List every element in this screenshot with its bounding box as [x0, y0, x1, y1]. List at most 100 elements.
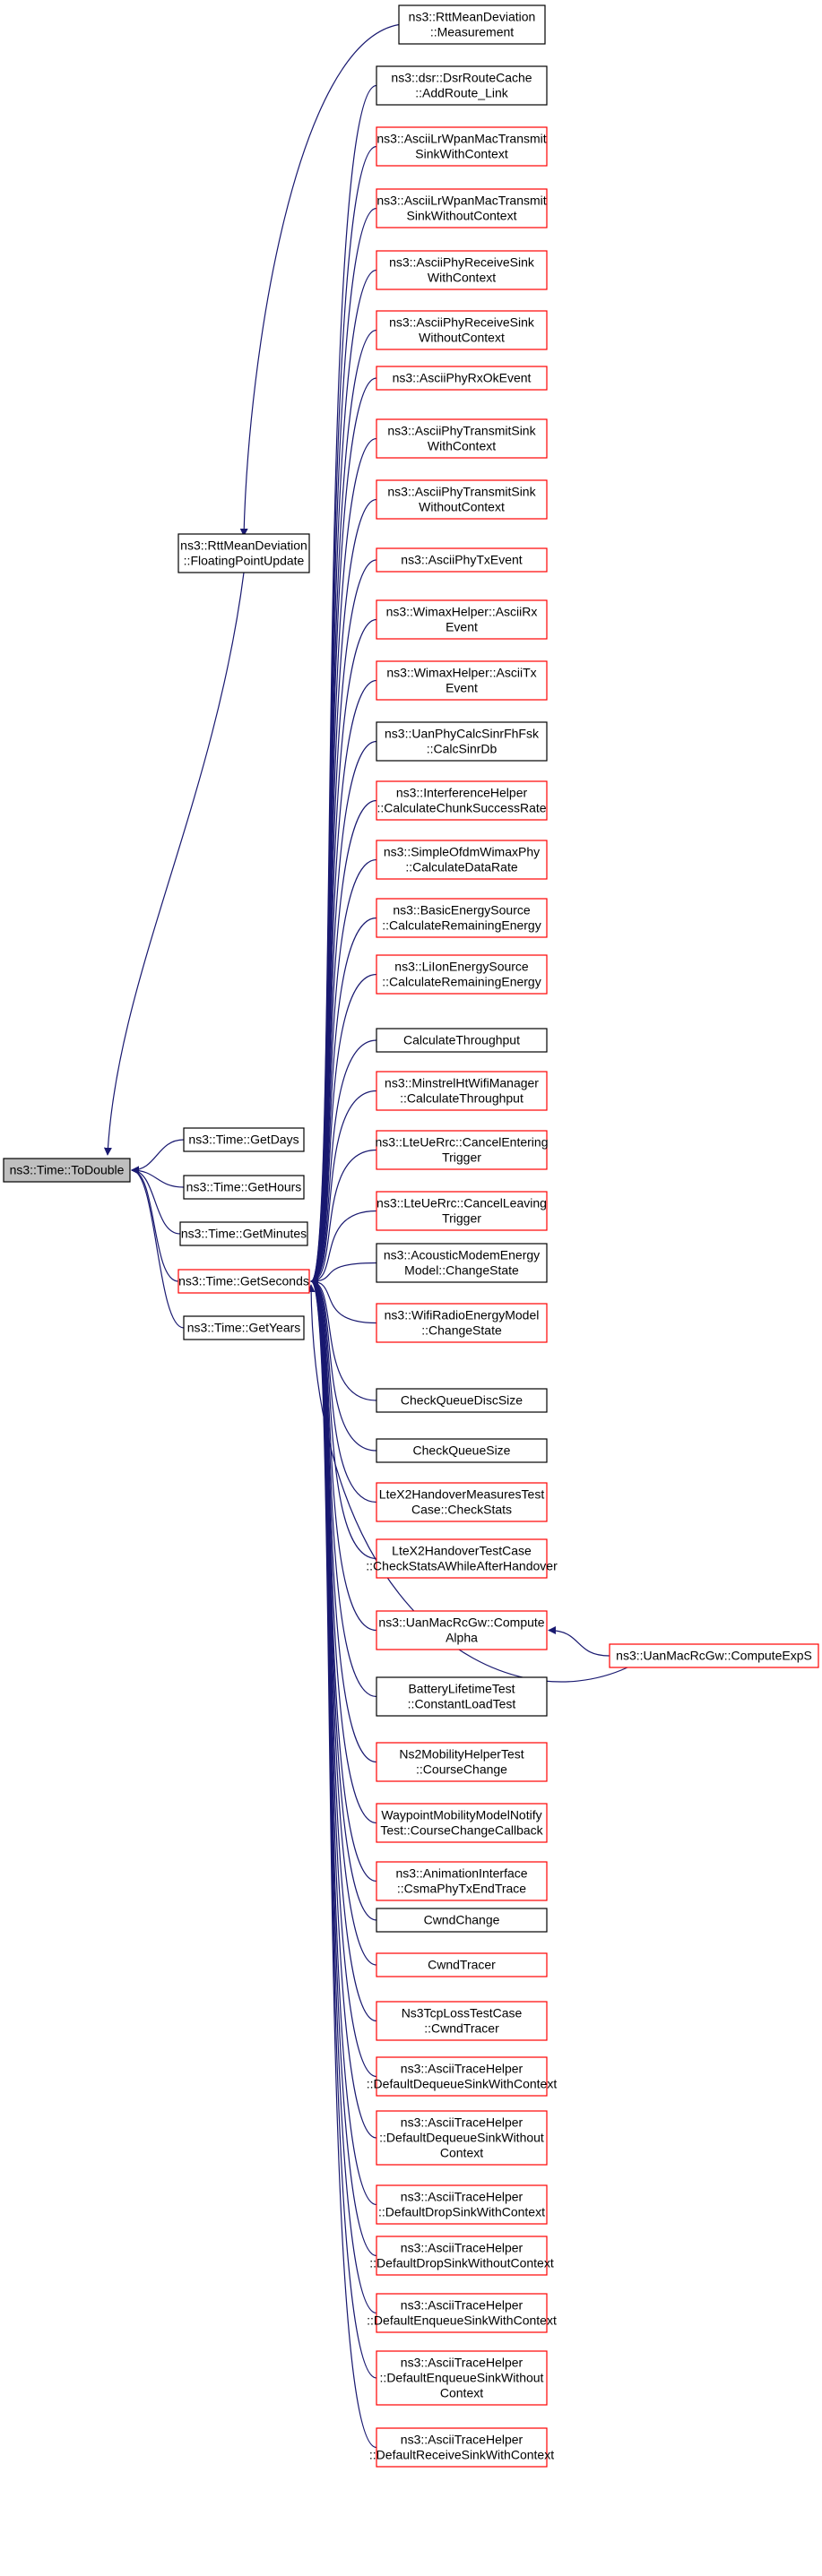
node-ns3-simpleofdmwimaxphy-calculatedatarate[interactable]: ns3::SimpleOfdmWimaxPhy::CalculateDataRa… — [376, 840, 548, 880]
node-label-line: WithoutContext — [419, 331, 505, 345]
node-ns3-interferencehelper-calculatechunksuccessrate[interactable]: ns3::InterferenceHelper::CalculateChunkS… — [376, 780, 548, 821]
edge-ns3-wifiradioenergymodel-changestate-to-getseconds — [310, 1277, 377, 1324]
edge-ns3-wimaxhelper-asciitx-event-to-getseconds — [310, 679, 377, 1286]
node-ns3-time-getseconds[interactable]: ns3::Time::GetSeconds — [177, 1269, 310, 1294]
node-box — [376, 1028, 548, 1053]
node-ns3-asciitracehelper-defaultdropsinkwithcontext[interactable]: ns3::AsciiTraceHelper::DefaultDropSinkWi… — [376, 2184, 548, 2225]
node-ns3-acousticmodemenergy-model-changestate[interactable]: ns3::AcousticModemEnergyModel::ChangeSta… — [376, 1243, 548, 1283]
edge-cwndtracer-to-getseconds — [310, 1277, 377, 1966]
node-ns3-asciilrwpanmactransmit-sinkwithoutcontext[interactable]: ns3::AsciiLrWpanMacTransmitSinkWithoutCo… — [376, 188, 548, 228]
node-label-line: ::DefaultEnqueueSinkWithContext — [367, 2313, 557, 2328]
node-box — [376, 2350, 548, 2406]
node-ns3-rttmeandeviation-floatingpointupdate[interactable]: ns3::RttMeanDeviation::FloatingPointUpda… — [177, 533, 310, 573]
node-ns3-asciitracehelper-defaultdequeuesinkwithout-context[interactable]: ns3::AsciiTraceHelper::DefaultDequeueSin… — [376, 2110, 548, 2166]
edge-ns3-asciitracehelper-defaultdropsinkwithcontext-to-getseconds — [310, 1277, 377, 2206]
node-ns3-asciitracehelper-defaultenqueuesinkwithcontext[interactable]: ns3::AsciiTraceHelper::DefaultEnqueueSin… — [367, 2293, 557, 2333]
node-ns3-dsr-dsrroutecache-addroute-link[interactable]: ns3::dsr::DsrRouteCache::AddRoute_Link — [376, 65, 548, 106]
node-box — [376, 1908, 548, 1933]
node-ltex2handovertestcase-checkstatsawhileafterhandover[interactable]: LteX2HandoverTestCase::CheckStatsAWhileA… — [366, 1538, 558, 1579]
node-label-line: ::CwndTracer — [424, 2021, 499, 2036]
node-label-line: LteX2HandoverMeasuresTest — [379, 1487, 545, 1502]
node-label-line: ns3::UanMacRcGw::Compute — [378, 1615, 544, 1630]
node-label-line: ns3::Time::GetMinutes — [181, 1227, 307, 1241]
node-ns3-asciiphytxevent[interactable]: ns3::AsciiPhyTxEvent — [376, 547, 548, 573]
node-box — [376, 1803, 548, 1843]
edge-ns3-wimaxhelper-asciirx-event-to-getseconds — [310, 618, 377, 1286]
node-calculatethroughput[interactable]: CalculateThroughput — [376, 1028, 548, 1053]
node-waypointmobilitymodelnotify-test-coursechangecallback[interactable]: WaypointMobilityModelNotifyTest::CourseC… — [376, 1803, 548, 1843]
node-cwndchange[interactable]: CwndChange — [376, 1908, 548, 1933]
node-label-line: CalculateThroughput — [403, 1033, 520, 1047]
edge-cwndchange-to-getseconds — [310, 1277, 377, 1921]
node-checkqueuediscsize[interactable]: CheckQueueDiscSize — [376, 1388, 548, 1413]
node-box — [376, 2001, 548, 2041]
node-label-line: ns3::Time::GetYears — [187, 1321, 301, 1335]
node-box — [376, 250, 548, 290]
node-ns3-animationinterface-csmaphytxendtrace[interactable]: ns3::AnimationInterface::CsmaPhyTxEndTra… — [376, 1861, 548, 1901]
edge-ns3-asciiphytransmitsink-withcontext-to-getseconds — [310, 437, 377, 1286]
node-ns3-minstrelhtwifimanager-calculatethroughput[interactable]: ns3::MinstrelHtWifiManager::CalculateThr… — [376, 1071, 548, 1111]
node-root-time-todouble[interactable]: ns3::Time::ToDouble — [3, 1158, 131, 1183]
edge-getseconds-to-root — [131, 1166, 179, 1282]
node-label-line: ns3::AsciiLrWpanMacTransmit — [376, 132, 546, 146]
node-label-line: CheckQueueDiscSize — [401, 1393, 523, 1408]
node-box — [376, 366, 548, 391]
node-label-line: ns3::AsciiTraceHelper — [401, 2241, 523, 2255]
node-label-line: ::DefaultDropSinkWithoutContext — [369, 2256, 554, 2270]
node-label-line: ::CalculateRemainingEnergy — [382, 975, 541, 989]
edge-ns3-lteuerrc-cancelleaving-trigger-to-getseconds — [310, 1210, 377, 1286]
edge-waypointmobilitymodelnotify-test-coursechangecallback-to-getseconds — [310, 1277, 377, 1824]
node-label-line: Model::ChangeState — [404, 1263, 519, 1278]
node-label-line: Ns3TcpLossTestCase — [402, 2006, 523, 2020]
node-ltex2handovermeasurestest-case-checkstats[interactable]: LteX2HandoverMeasuresTestCase::CheckStat… — [376, 1482, 548, 1522]
node-label-line: ::CalculateDataRate — [405, 860, 518, 874]
node-ns3-wifiradioenergymodel-changestate[interactable]: ns3::WifiRadioEnergyModel::ChangeState — [376, 1303, 548, 1343]
node-box — [376, 126, 548, 167]
node-label-line: Alpha — [446, 1631, 478, 1645]
node-box — [183, 1315, 305, 1340]
node-ns3-asciiphyrxokevent[interactable]: ns3::AsciiPhyRxOkEvent — [376, 366, 548, 391]
node-label-line: ::CalculateChunkSuccessRate — [376, 801, 546, 815]
node-ns3-time-getyears[interactable]: ns3::Time::GetYears — [183, 1315, 305, 1340]
node-label-line: ns3::AsciiTraceHelper — [401, 2190, 523, 2204]
node-ns3-time-gethours[interactable]: ns3::Time::GetHours — [183, 1175, 305, 1200]
node-ns3-liionenergysource-calculateremainingenergy[interactable]: ns3::LiIonEnergySource::CalculateRemaini… — [376, 954, 548, 995]
node-label-line: ns3::AsciiPhyTransmitSink — [387, 424, 536, 438]
node-box — [376, 1482, 548, 1522]
node-ns3-asciitracehelper-defaultenqueuesinkwithout-context[interactable]: ns3::AsciiTraceHelper::DefaultEnqueueSin… — [376, 2350, 548, 2406]
node-label-line: ns3::AsciiTraceHelper — [401, 2062, 523, 2076]
node-ns3-time-getminutes[interactable]: ns3::Time::GetMinutes — [179, 1221, 308, 1246]
node-checkqueuesize[interactable]: CheckQueueSize — [376, 1438, 548, 1463]
node-ns3-basicenergysource-calculateremainingenergy[interactable]: ns3::BasicEnergySource::CalculateRemaini… — [376, 898, 548, 938]
node-label-line: ns3::AsciiPhyTransmitSink — [387, 485, 536, 499]
node-ns3-asciitracehelper-defaultdropsinkwithoutcontext[interactable]: ns3::AsciiTraceHelper::DefaultDropSinkWi… — [369, 2236, 554, 2276]
node-ns3-asciitracehelper-defaultreceivesinkwithcontext[interactable]: ns3::AsciiTraceHelper::DefaultReceiveSin… — [369, 2427, 554, 2468]
node-batterylifetimetest-constantloadtest[interactable]: BatteryLifetimeTest::ConstantLoadTest — [376, 1676, 548, 1717]
nodes-layer: ns3::Time::ToDouble ns3::RttMeanDeviation… — [3, 4, 819, 2468]
node-ns2mobilityhelpertest-coursechange[interactable]: Ns2MobilityHelperTest::CourseChange — [376, 1742, 548, 1782]
node-uanmacrcgw-computeexps[interactable]: ns3::UanMacRcGw::ComputeExpS — [609, 1643, 819, 1668]
node-ns3-time-getdays[interactable]: ns3::Time::GetDays — [183, 1127, 305, 1152]
node-ns3-asciitracehelper-defaultdequeuesinkwithcontext[interactable]: ns3::AsciiTraceHelper::DefaultDequeueSin… — [367, 2056, 558, 2097]
node-ns3tcplosstestcase-cwndtracer[interactable]: Ns3TcpLossTestCase::CwndTracer — [376, 2001, 548, 2041]
node-label-line: WithContext — [428, 439, 496, 453]
node-box — [376, 1861, 548, 1901]
node-box — [183, 1175, 305, 1200]
node-rttmeandeviation-measurement[interactable]: ns3::RttMeanDeviation::Measurement — [398, 4, 546, 45]
node-box — [376, 1676, 548, 1717]
node-box — [376, 1610, 548, 1650]
node-cwndtracer[interactable]: CwndTracer — [376, 1952, 548, 1977]
node-ns3-uanphycalcsinrfhfsk-calcsinrdb[interactable]: ns3::UanPhyCalcSinrFhFsk::CalcSinrDb — [376, 721, 548, 762]
node-label-line: ::DefaultDequeueSinkWithout — [379, 2131, 544, 2145]
node-label-line: ns3::LteUeRrc::CancelEntering — [376, 1135, 549, 1150]
node-ns3-asciilrwpanmactransmit-sinkwithcontext[interactable]: ns3::AsciiLrWpanMacTransmitSinkWithConte… — [376, 126, 548, 167]
